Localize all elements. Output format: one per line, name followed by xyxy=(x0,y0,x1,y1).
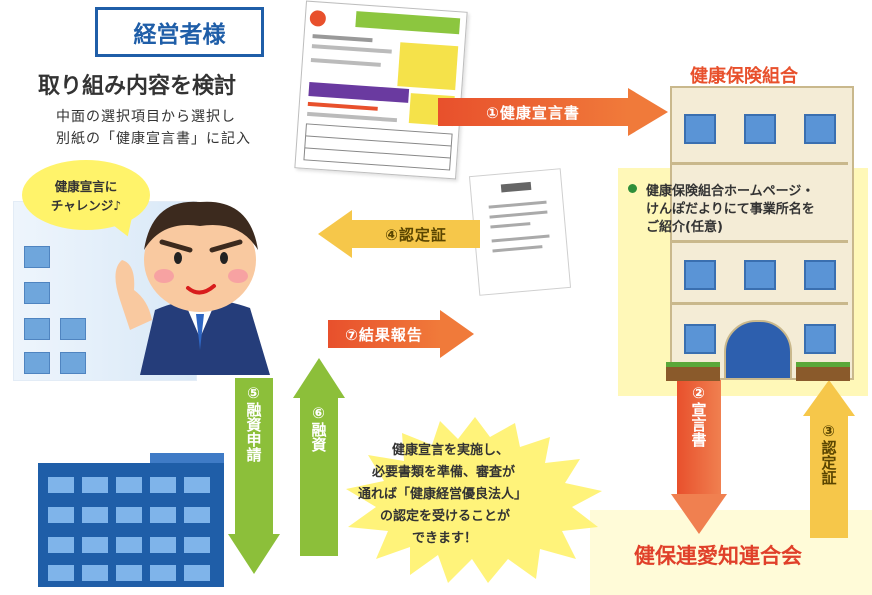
arrow-up-icon xyxy=(803,380,855,416)
speech-bubble: 健康宣言に チャレンジ♪ xyxy=(22,160,150,230)
section-heading: 取り組み内容を検討 xyxy=(38,74,237,99)
planter xyxy=(666,362,720,381)
note-line-1: 健康宣言を実施し、 xyxy=(392,443,510,458)
federation-title: 健保連愛知連合会 xyxy=(634,544,802,568)
arrow-right-icon xyxy=(440,310,474,358)
planter xyxy=(796,362,850,381)
arrow-certification-issue-label: ③認定証 xyxy=(819,422,838,485)
bullet-icon xyxy=(628,184,637,193)
bubble-line-1: 健康宣言に xyxy=(54,179,118,194)
arrow-result-report: ⑦結果報告 xyxy=(328,310,474,358)
arrow-declaration-submit-label: ①健康宣言書 xyxy=(438,98,628,126)
bank-building xyxy=(38,453,224,587)
insurer-note-line-1: 健康保険組合ホームページ・ xyxy=(646,184,815,199)
businessman-illustration xyxy=(115,201,270,375)
arrow-result-report-label: ⑦結果報告 xyxy=(328,320,440,348)
declaration-form-image xyxy=(294,0,468,180)
arrow-certification-issue: ③認定証 xyxy=(803,380,855,538)
bubble-line-2: チャレンジ♪ xyxy=(50,198,122,213)
arrow-left-icon xyxy=(318,210,352,258)
arrow-right-icon xyxy=(628,88,668,136)
arrow-loan: ⑥融資 xyxy=(293,358,345,556)
page-title: 経営者様 xyxy=(95,7,264,57)
arrow-loan-application: ⑤融資申請 xyxy=(228,378,280,574)
note-line-3: 通れば「健康経営優良法人」 xyxy=(358,487,528,502)
note-line-4: の認定を受けることが xyxy=(380,509,511,524)
arrow-down-icon xyxy=(671,494,727,534)
instruction-line-1: 中面の選択項目から選択し xyxy=(56,109,236,125)
insurer-building xyxy=(670,86,854,380)
instruction-line-2: 別紙の「健康宣言書」に記入 xyxy=(56,131,251,147)
arrow-declaration-forward: ②宣言書 xyxy=(671,378,727,534)
insurer-title: 健康保険組合 xyxy=(690,66,798,87)
certificate-image xyxy=(468,168,572,296)
arrow-loan-application-label: ⑤融資申請 xyxy=(244,384,263,462)
note-line-5: できます！ xyxy=(412,531,478,546)
starburst-note: 健康宣言を実施し、 必要書類を準備、審査が 通れば「健康経営優良法人」 の認定を… xyxy=(340,415,610,585)
insurer-door xyxy=(724,320,792,380)
arrow-declaration-forward-label: ②宣言書 xyxy=(689,384,708,447)
arrow-declaration-submit: ①健康宣言書 xyxy=(438,88,668,136)
note-line-2: 必要書類を準備、審査が xyxy=(372,465,516,480)
insurer-note-line-2: けんぽだよりにて事業所名を xyxy=(646,202,815,217)
arrow-up-icon xyxy=(293,358,345,398)
arrow-loan-label: ⑥融資 xyxy=(309,404,328,452)
arrow-certification-return: ④認定証 xyxy=(318,210,480,258)
insurer-note-line-3: ご紹介(任意) xyxy=(646,220,723,235)
arrow-certification-return-label: ④認定証 xyxy=(352,220,480,248)
arrow-down-icon xyxy=(228,534,280,574)
